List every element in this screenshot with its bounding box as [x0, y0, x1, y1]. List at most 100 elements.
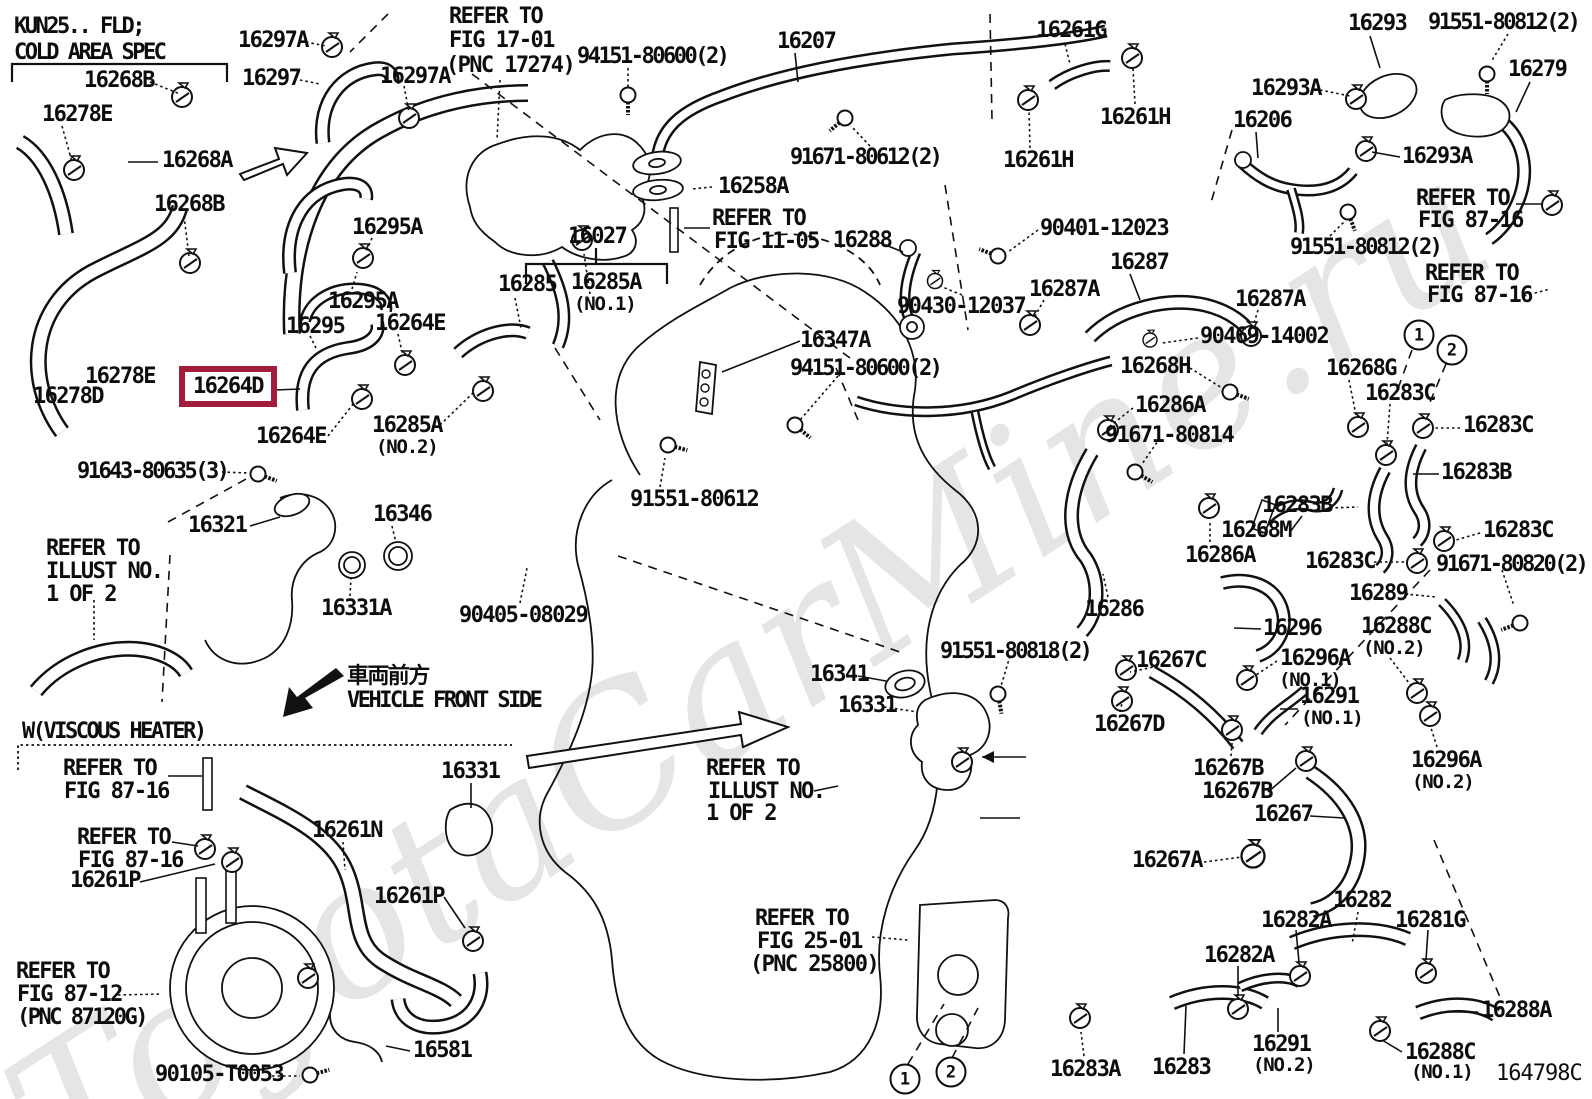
part-callout-16264e[interactable]: 16264E — [256, 424, 327, 449]
part-callout-16331[interactable]: 16331 — [838, 693, 898, 718]
part-callout-16296a[interactable]: 16296A — [1411, 748, 1482, 773]
part-callout-16267d[interactable]: 16267D — [1094, 712, 1165, 737]
note-refer-to: REFER TO — [1425, 261, 1520, 286]
part-callout-16283b[interactable]: 16283B — [1441, 460, 1512, 485]
part-callout-16291[interactable]: 16291 — [1252, 1032, 1312, 1057]
part-callout-16278d[interactable]: 16278D — [33, 384, 104, 409]
part-callout-16267a[interactable]: 16267A — [1132, 848, 1203, 873]
part-callout-16295a[interactable]: 16295A — [352, 215, 423, 240]
diagram-code: 164798C — [1496, 1061, 1583, 1086]
part-callout-16268m[interactable]: 16268M — [1221, 518, 1292, 543]
part-callout-16282a[interactable]: 16282A — [1204, 943, 1275, 968]
part-callout-91671-80612-2[interactable]: 91671-80612(2) — [790, 145, 943, 170]
part-callout-16268h[interactable]: 16268H — [1120, 354, 1191, 379]
note-no-2: (NO.2) — [1363, 637, 1426, 659]
part-callout-16207[interactable]: 16207 — [777, 29, 837, 54]
part-callout-16287a[interactable]: 16287A — [1235, 287, 1306, 312]
part-callout-91671-80814[interactable]: 91671-80814 — [1105, 423, 1235, 448]
part-callout-16581[interactable]: 16581 — [413, 1038, 473, 1063]
part-callout-91671-80820-2[interactable]: 91671-80820(2) — [1436, 552, 1589, 577]
part-callout-16286a[interactable]: 16286A — [1185, 543, 1256, 568]
part-callout-16283c[interactable]: 16283C — [1483, 518, 1554, 543]
part-callout-16288a[interactable]: 16288A — [1481, 998, 1552, 1023]
part-callout-16261g[interactable]: 16261G — [1036, 18, 1107, 43]
part-callout-16291[interactable]: 16291 — [1300, 684, 1360, 709]
part-callout-16283b[interactable]: 16283B — [1262, 493, 1333, 518]
part-callout-16283a[interactable]: 16283A — [1050, 1057, 1121, 1082]
part-callout-16268b[interactable]: 16268B — [154, 192, 225, 217]
part-callout-16285[interactable]: 16285 — [498, 272, 558, 297]
part-callout-16261h[interactable]: 16261H — [1003, 148, 1074, 173]
part-callout-16267b[interactable]: 16267B — [1193, 756, 1264, 781]
part-callout-16341[interactable]: 16341 — [810, 662, 870, 687]
part-callout-94151-80600-2[interactable]: 94151-80600(2) — [577, 44, 730, 69]
part-callout-16278e[interactable]: 16278E — [42, 102, 113, 127]
part-callout-16347a[interactable]: 16347A — [800, 328, 871, 353]
part-callout-16267b[interactable]: 16267B — [1202, 779, 1273, 804]
part-callout-16331a[interactable]: 16331A — [321, 596, 392, 621]
part-callout-16264e[interactable]: 16264E — [375, 311, 446, 336]
part-callout-16295a[interactable]: 16295A — [328, 289, 399, 314]
part-callout-16268b[interactable]: 16268B — [84, 68, 155, 93]
part-callout-16321[interactable]: 16321 — [188, 513, 248, 538]
part-callout-94151-80600-2[interactable]: 94151-80600(2) — [790, 356, 943, 381]
part-callout-16286[interactable]: 16286 — [1085, 597, 1145, 622]
part-callout-16285a[interactable]: 16285A — [571, 270, 642, 295]
part-callout-16346[interactable]: 16346 — [373, 502, 433, 527]
part-callout-16283c[interactable]: 16283C — [1463, 413, 1534, 438]
part-callout-16283c[interactable]: 16283C — [1305, 549, 1376, 574]
part-callout-16289[interactable]: 16289 — [1349, 581, 1409, 606]
part-callout-16285a[interactable]: 16285A — [372, 413, 443, 438]
part-callout-16296a[interactable]: 16296A — [1280, 646, 1351, 671]
part-callout-16261n[interactable]: 16261N — [312, 818, 383, 843]
part-callout-90401-12023[interactable]: 90401-12023 — [1040, 216, 1170, 241]
part-callout-16283c[interactable]: 16283C — [1365, 381, 1436, 406]
part-callout-16288c[interactable]: 16288C — [1405, 1040, 1476, 1065]
part-callout-16027[interactable]: 16027 — [568, 224, 628, 249]
part-callout-16331[interactable]: 16331 — [441, 759, 501, 784]
part-callout-16293a[interactable]: 16293A — [1251, 76, 1322, 101]
part-callout-16282a[interactable]: 16282A — [1261, 908, 1332, 933]
note-cold-area-spec: COLD AREA SPEC — [14, 40, 167, 65]
part-callout-16297a[interactable]: 16297A — [380, 64, 451, 89]
note-refer-to: REFER TO — [77, 825, 172, 850]
part-callout-90469-14002[interactable]: 90469-14002 — [1200, 324, 1330, 349]
part-callout-16286a[interactable]: 16286A — [1135, 393, 1206, 418]
part-callout-16297a[interactable]: 16297A — [238, 28, 309, 53]
part-callout-91643-80635-3[interactable]: 91643-80635(3) — [77, 459, 230, 484]
part-callout-16283[interactable]: 16283 — [1152, 1055, 1212, 1080]
part-callout-16281g[interactable]: 16281G — [1395, 908, 1466, 933]
part-callout-16287a[interactable]: 16287A — [1029, 277, 1100, 302]
part-callout-16296[interactable]: 16296 — [1263, 616, 1323, 641]
part-callout-16268g[interactable]: 16268G — [1326, 356, 1397, 381]
part-callout-16264d[interactable]: 16264D — [179, 366, 277, 407]
part-callout-91551-80812-2[interactable]: 91551-80812(2) — [1290, 235, 1443, 260]
part-callout-90105-t0053[interactable]: 90105-T0053 — [155, 1062, 285, 1087]
part-callout-16206[interactable]: 16206 — [1233, 108, 1293, 133]
note-refer-to: REFER TO — [449, 4, 544, 29]
part-callout-90430-12037[interactable]: 90430-12037 — [897, 294, 1027, 319]
note-illust-no: ILLUST NO. — [708, 779, 826, 804]
part-callout-16267c[interactable]: 16267C — [1136, 648, 1207, 673]
part-callout-16282[interactable]: 16282 — [1333, 888, 1393, 913]
part-callout-16295[interactable]: 16295 — [286, 314, 346, 339]
part-callout-16297[interactable]: 16297 — [242, 66, 302, 91]
note-no-1: (NO.1) — [1279, 669, 1342, 691]
part-callout-16279[interactable]: 16279 — [1508, 57, 1568, 82]
part-callout-16293a[interactable]: 16293A — [1402, 144, 1473, 169]
part-callout-16267[interactable]: 16267 — [1254, 802, 1314, 827]
part-callout-16261h[interactable]: 16261H — [1100, 105, 1171, 130]
part-callout-91551-80612[interactable]: 91551-80612 — [630, 487, 760, 512]
part-callout-16288[interactable]: 16288 — [833, 228, 893, 253]
part-callout-16258a[interactable]: 16258A — [718, 174, 789, 199]
part-callout-90405-08029[interactable]: 90405-08029 — [459, 603, 589, 628]
part-callout-16261p[interactable]: 16261P — [374, 884, 445, 909]
part-callout-91551-80812-2[interactable]: 91551-80812(2) — [1428, 10, 1581, 35]
part-callout-16261p[interactable]: 16261P — [70, 868, 141, 893]
part-callout-16278e[interactable]: 16278E — [85, 364, 156, 389]
part-callout-16287[interactable]: 16287 — [1110, 250, 1170, 275]
part-callout-16293[interactable]: 16293 — [1348, 11, 1408, 36]
part-callout-91551-80818-2[interactable]: 91551-80818(2) — [940, 639, 1093, 664]
part-callout-16288c[interactable]: 16288C — [1361, 614, 1432, 639]
part-callout-16268a[interactable]: 16268A — [162, 148, 233, 173]
